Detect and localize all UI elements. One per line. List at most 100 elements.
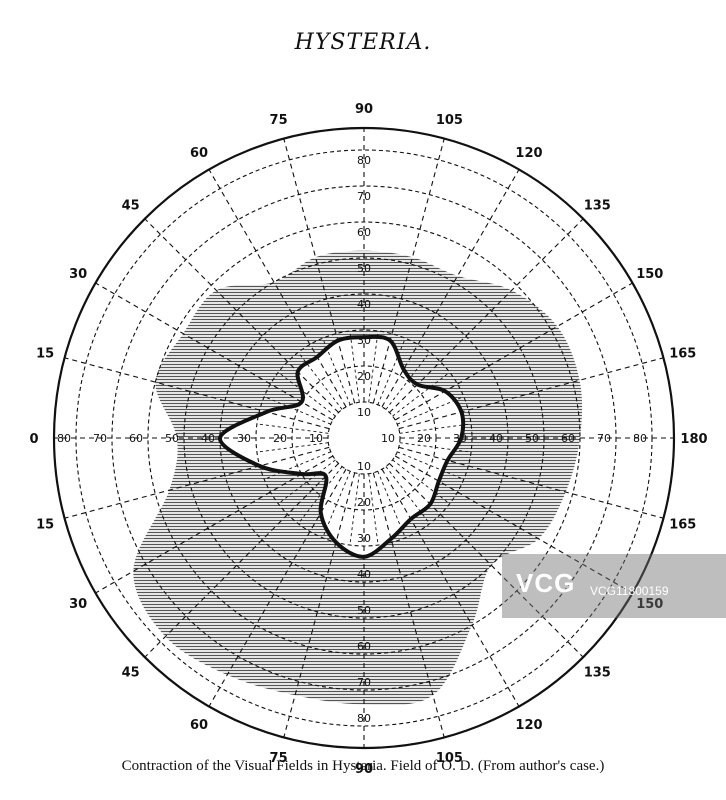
radial-label-right: 80 (633, 432, 647, 445)
radial-label-bottom: 20 (357, 496, 371, 509)
radial-line (389, 218, 584, 413)
angle-label: 135 (584, 665, 611, 680)
radial-label-top: 70 (357, 190, 371, 203)
angle-label: 150 (636, 267, 663, 282)
radial-minor-line (256, 442, 329, 453)
visual-field-boundary (218, 334, 466, 559)
radial-minor-line (297, 352, 343, 410)
radial-line (95, 282, 334, 421)
angle-label: 45 (122, 199, 140, 214)
figure-title: HYSTERIA. (294, 30, 432, 55)
radial-line (95, 455, 334, 594)
radial-minor-line (399, 423, 472, 434)
angle-label: 135 (584, 199, 611, 214)
radial-label-right: 70 (597, 432, 611, 445)
angle-label: 165 (669, 347, 696, 362)
radial-label-bottom: 50 (357, 604, 371, 617)
radial-line (283, 138, 356, 404)
radial-minor-line (368, 473, 379, 546)
angle-label: 45 (122, 665, 140, 680)
radial-label-bottom: 10 (357, 460, 371, 473)
chart-labels: 0 15 30 45 60 75 90 105 120 135 150 165 180 165 150 135… (29, 102, 707, 777)
radial-label-left: 30 (237, 432, 251, 445)
angle-label: 0 (29, 432, 38, 447)
radial-label-left: 70 (93, 432, 107, 445)
radial-line (64, 357, 330, 430)
watermark-logo: VCG (516, 568, 576, 598)
radial-minor-line (322, 471, 351, 538)
radial-line (144, 218, 339, 413)
radial-minor-line (392, 371, 450, 417)
radial-line (372, 472, 445, 738)
polar-grid (52, 126, 676, 750)
radial-minor-line (349, 330, 360, 403)
angle-label: 120 (515, 146, 542, 161)
angle-label: 30 (69, 267, 87, 282)
radial-label-left: 40 (201, 432, 215, 445)
angle-label: 15 (36, 517, 54, 532)
radial-minor-line (377, 338, 406, 405)
radial-label-right: 40 (489, 432, 503, 445)
radial-label-bottom: 30 (357, 532, 371, 545)
angle-label: 15 (36, 347, 54, 362)
radial-label-right: 50 (525, 432, 539, 445)
radial-label-top: 10 (357, 406, 371, 419)
radial-line (144, 463, 339, 658)
angle-label: 105 (436, 113, 463, 128)
radial-label-left: 50 (165, 432, 179, 445)
watermark: VCG VCG11800159 (502, 554, 726, 618)
angle-label: 90 (355, 102, 373, 117)
radial-minor-line (392, 459, 450, 505)
radial-minor-line (256, 423, 329, 434)
angle-label: 90 (355, 762, 373, 777)
radial-line (398, 446, 664, 519)
radial-label-right: 60 (561, 432, 575, 445)
angle-label: 180 (680, 432, 707, 447)
radial-label-top: 50 (357, 262, 371, 275)
radial-label-left: 60 (129, 432, 143, 445)
radial-label-right: 20 (417, 432, 431, 445)
shaded-field-region (133, 250, 583, 706)
radial-minor-line (397, 396, 464, 425)
radial-label-top: 80 (357, 154, 371, 167)
radial-line (381, 169, 520, 408)
radial-line (208, 169, 347, 408)
radial-label-bottom: 70 (357, 676, 371, 689)
angle-label: 105 (436, 751, 463, 766)
radial-minor-line (385, 352, 431, 410)
angle-label: 150 (636, 597, 663, 612)
visual-field-outline (218, 334, 466, 559)
radial-minor-line (397, 451, 464, 480)
radial-label-top: 30 (357, 334, 371, 347)
radial-line (398, 357, 664, 430)
radial-line (389, 463, 584, 658)
angle-label: 60 (190, 146, 208, 161)
angle-label: 30 (69, 597, 87, 612)
radial-minor-line (368, 330, 379, 403)
watermark-text: VCG11800159 (590, 584, 669, 598)
angle-label: 75 (270, 751, 288, 766)
radial-label-bottom: 40 (357, 568, 371, 581)
radial-label-top: 40 (357, 298, 371, 311)
radial-minor-line (278, 459, 336, 505)
angle-label: 120 (515, 718, 542, 733)
central-disc (330, 404, 398, 472)
shaded-band (133, 250, 583, 706)
radial-label-right: 10 (381, 432, 395, 445)
radial-minor-line (399, 442, 472, 453)
radial-label-left: 10 (309, 432, 323, 445)
angle-label: 60 (190, 718, 208, 733)
radial-minor-line (278, 371, 336, 417)
radial-line (394, 455, 633, 594)
radial-line (208, 468, 347, 707)
radial-label-top: 20 (357, 370, 371, 383)
angle-label: 75 (270, 113, 288, 128)
radial-label-bottom: 80 (357, 712, 371, 725)
angle-label: 165 (669, 517, 696, 532)
radial-minor-line (264, 396, 331, 425)
radial-minor-line (385, 466, 431, 524)
radial-minor-line (349, 473, 360, 546)
radial-line (372, 138, 445, 404)
radial-minor-line (264, 451, 331, 480)
radial-label-left: 80 (57, 432, 71, 445)
